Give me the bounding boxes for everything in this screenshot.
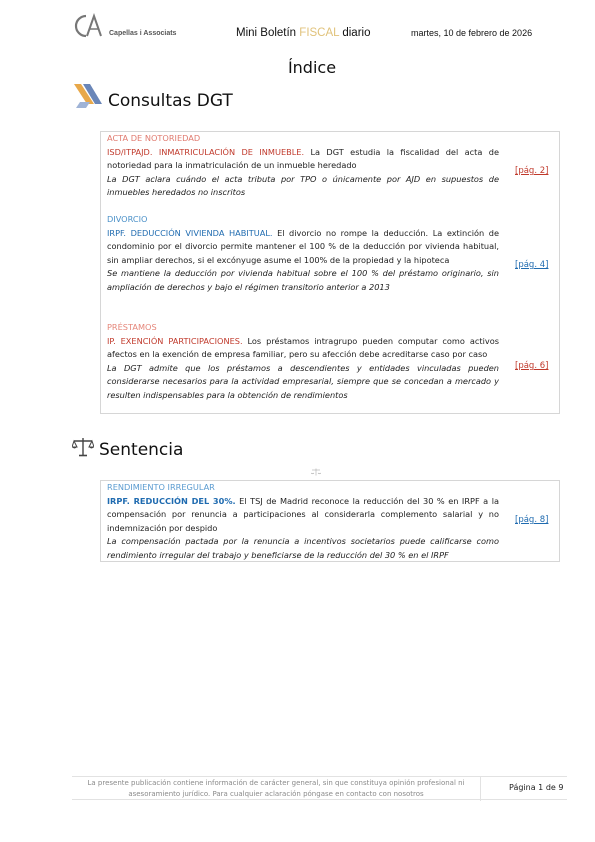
section-dgt-header: Consultas DGT bbox=[72, 80, 233, 112]
entry-lead: IRPF. DEDUCCIÓN VIVIENDA HABITUAL. bbox=[107, 227, 273, 238]
scales-small-icon bbox=[311, 468, 321, 476]
company-logo: Capellas i Associats bbox=[72, 13, 182, 41]
entry-lead: IRPF. REDUCCIÓN DEL 30%. bbox=[107, 495, 236, 506]
scales-of-justice-icon bbox=[72, 438, 94, 457]
title-prefix: Mini Boletín bbox=[236, 27, 297, 39]
dgt-index-box: ACTA DE NOTORIEDAD ISD/ITPAJD. INMATRICU… bbox=[100, 131, 560, 414]
page-link[interactable]: [pág. 8] bbox=[515, 515, 549, 525]
entry-summary: La DGT aclara cuándo el acta tributa por… bbox=[107, 173, 499, 198]
page-footer: La presente publicación contiene informa… bbox=[72, 776, 567, 801]
entry-summary: La compensación pactada por la renuncia … bbox=[107, 536, 499, 560]
list-item: RENDIMIENTO IRREGULAR IRPF. REDUCCIÓN DE… bbox=[107, 481, 499, 562]
entry-text: Los préstamos intragrupo pueden computar… bbox=[107, 335, 499, 360]
bulletin-title: Mini Boletín FISCAL diario bbox=[236, 27, 370, 39]
list-item: DIVORCIO IRPF. DEDUCCIÓN VIVIENDA HABITU… bbox=[107, 213, 499, 294]
title-suffix: diario bbox=[342, 27, 371, 39]
entry-category: ACTA DE NOTORIEDAD bbox=[107, 133, 201, 143]
entry-summary: Se mantiene la deducción por vivienda ha… bbox=[107, 268, 499, 292]
entry-category: DIVORCIO bbox=[107, 214, 148, 224]
page-link[interactable]: [pág. 2] bbox=[515, 166, 549, 176]
index-title: Índice bbox=[287, 58, 337, 77]
logo-text: Capellas i Associats bbox=[109, 30, 177, 37]
entry-summary: La DGT admite que los préstamos a descen… bbox=[107, 362, 499, 400]
list-item: ACTA DE NOTORIEDAD ISD/ITPAJD. INMATRICU… bbox=[107, 132, 499, 200]
footer-divider bbox=[480, 777, 481, 801]
entry-lead: IP. EXENCIÓN PARTICIPACIONES. bbox=[107, 335, 243, 346]
section-sentencia-header: Sentencia bbox=[72, 437, 183, 460]
sentencia-index-box: RENDIMIENTO IRREGULAR IRPF. REDUCCIÓN DE… bbox=[100, 480, 560, 562]
page-number: Página 1 de 9 bbox=[509, 783, 564, 792]
entry-text: El TSJ de Madrid reconoce la reducción d… bbox=[107, 495, 499, 533]
entry-text: La DGT estudia la fiscalidad del acta de… bbox=[107, 146, 499, 171]
section-dgt-title: Consultas DGT bbox=[108, 91, 233, 111]
entry-lead: ISD/ITPAJD. INMATRICULACIÓN DE INMUEBLE. bbox=[107, 146, 305, 157]
ca-logo-icon bbox=[74, 13, 102, 38]
tax-agency-logo-icon bbox=[74, 84, 102, 108]
header-date: martes, 10 de febrero de 2026 bbox=[411, 28, 533, 38]
page-header: Capellas i Associats Mini Boletín FISCAL… bbox=[0, 0, 595, 48]
page-link[interactable]: [pág. 6] bbox=[515, 361, 549, 371]
title-highlight: FISCAL bbox=[299, 27, 340, 39]
footer-disclaimer: La presente publicación contiene informa… bbox=[87, 779, 465, 798]
list-item: PRÉSTAMOS IP. EXENCIÓN PARTICIPACIONES. … bbox=[107, 321, 499, 402]
section-sentencia-title: Sentencia bbox=[99, 440, 184, 460]
entry-category: PRÉSTAMOS bbox=[107, 322, 157, 332]
entry-text: El divorcio no rompe la deducción. La ex… bbox=[107, 227, 499, 265]
entry-category: RENDIMIENTO IRREGULAR bbox=[107, 482, 215, 492]
page-link[interactable]: [pág. 4] bbox=[515, 260, 549, 270]
